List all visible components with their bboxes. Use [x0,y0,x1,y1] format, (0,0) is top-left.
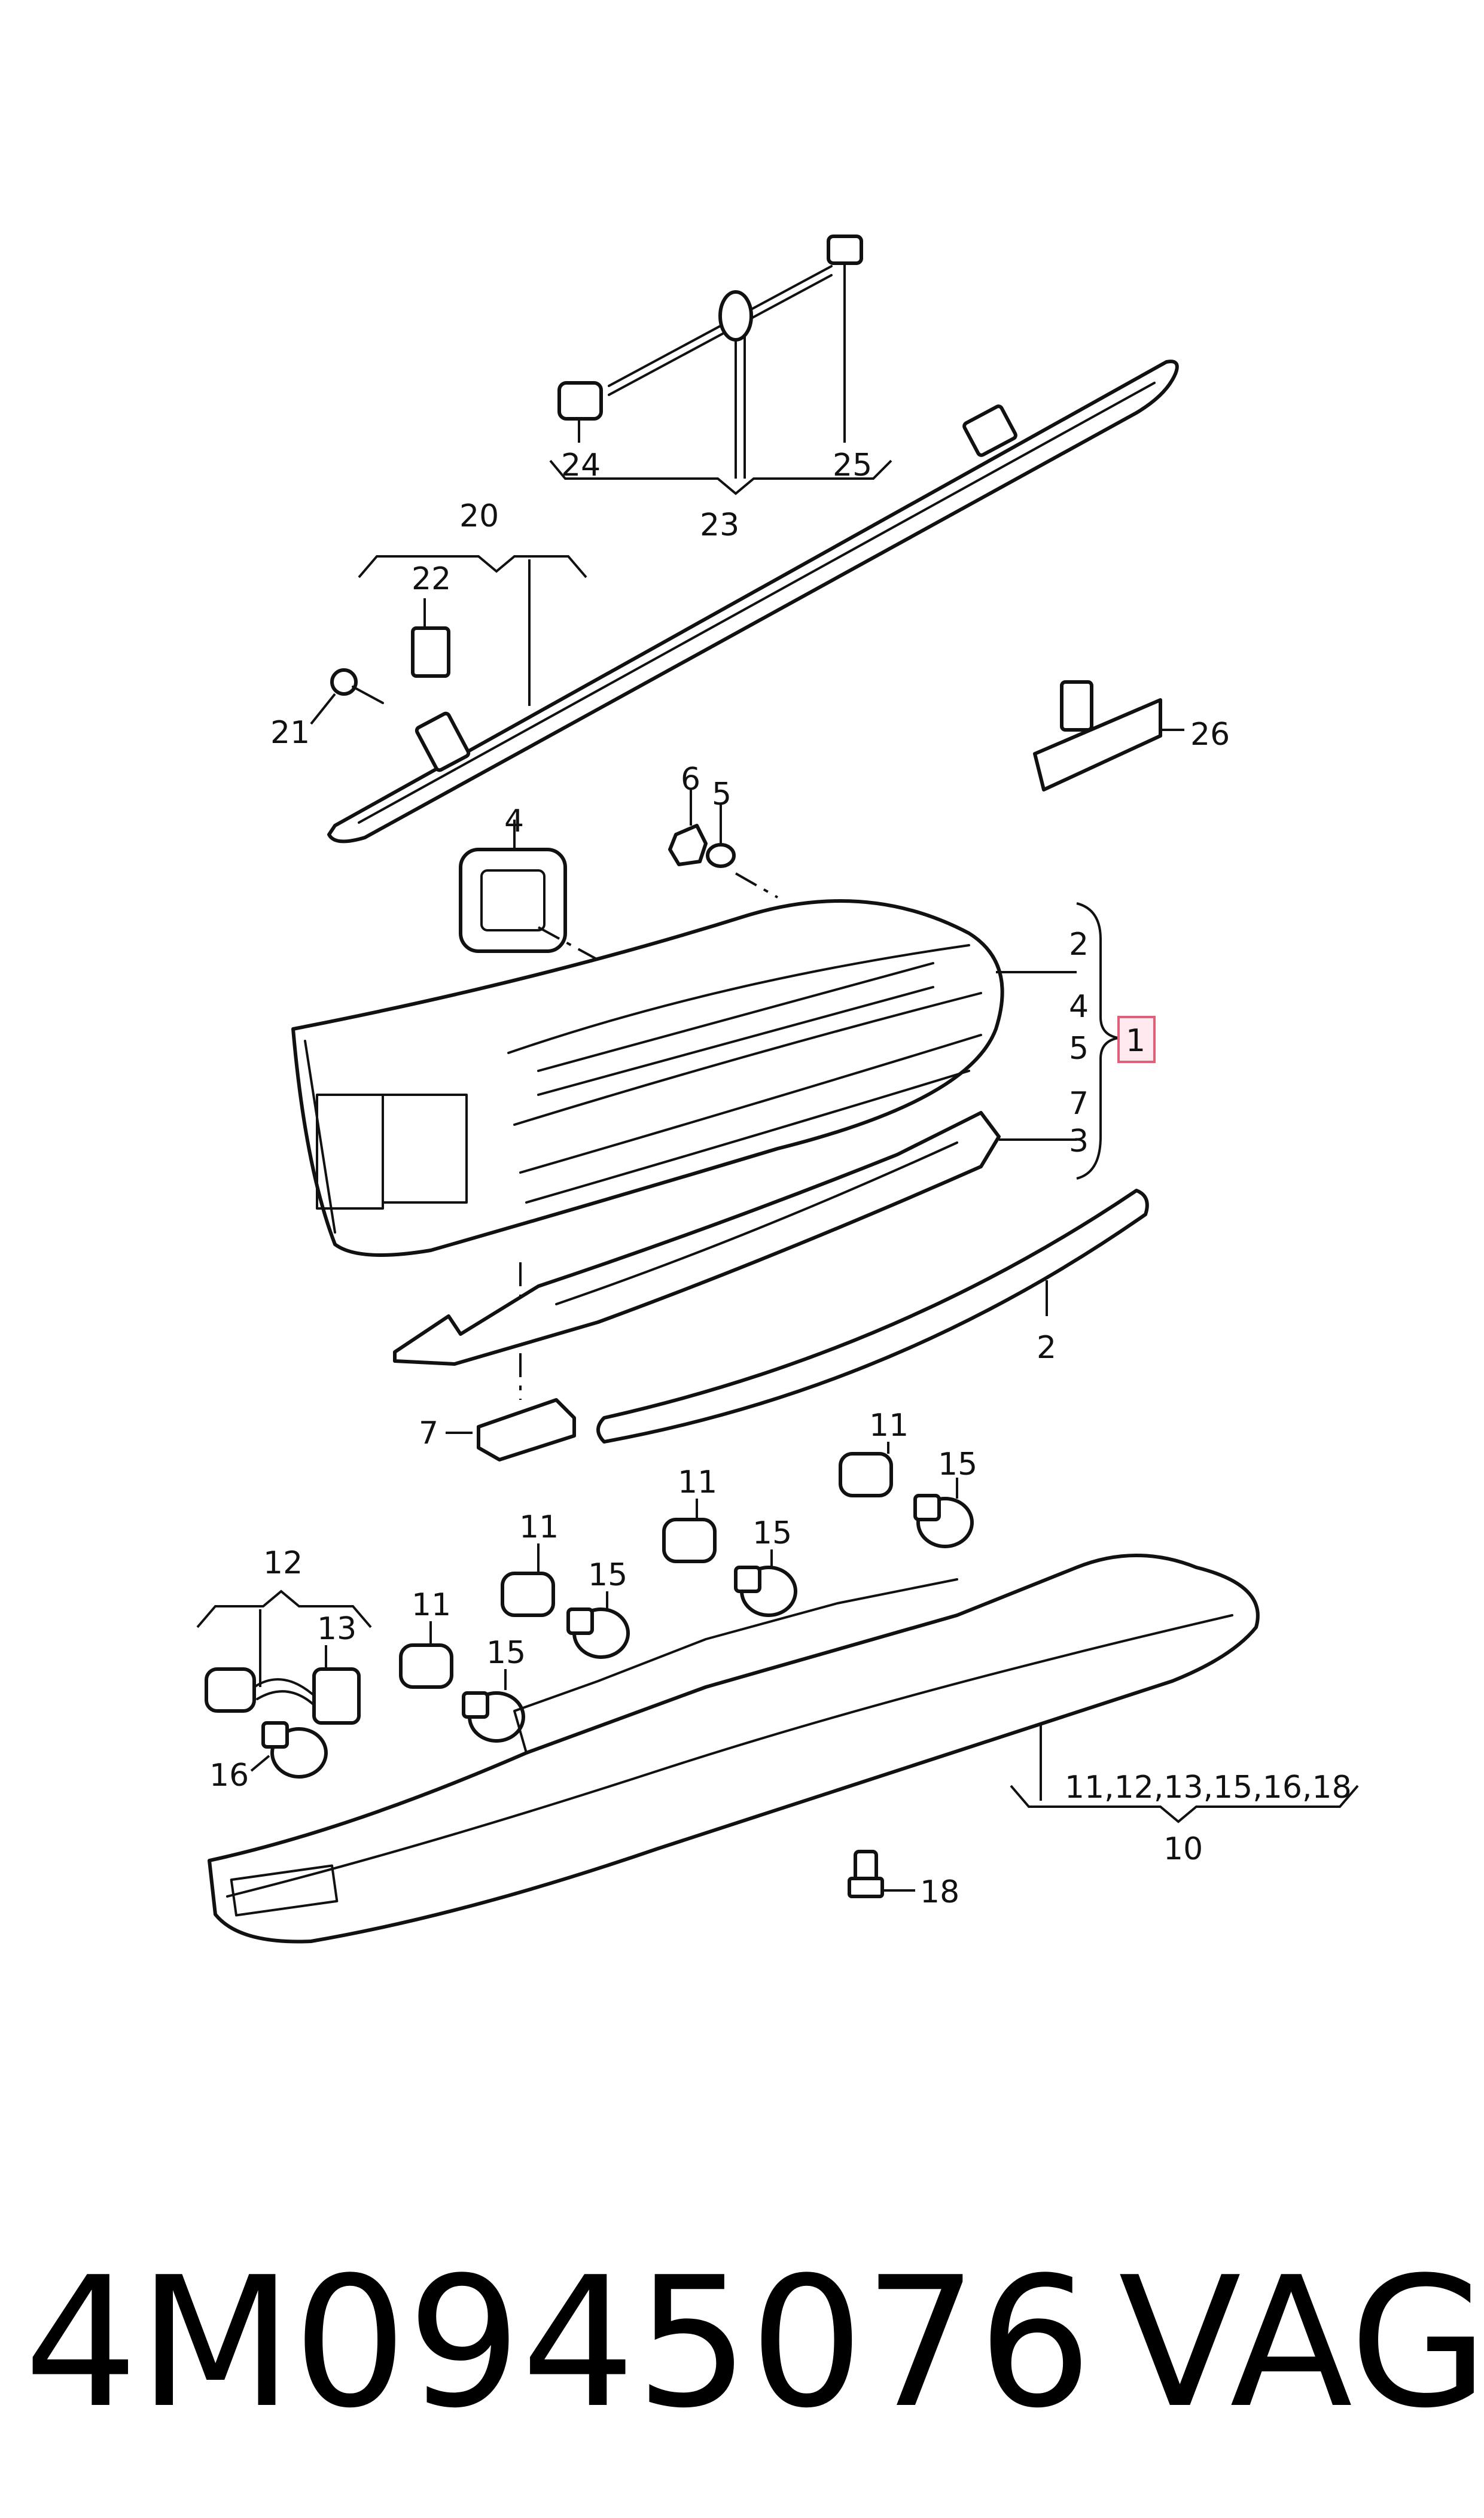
callout-4b: 4 [1069,989,1089,1025]
bulb-15d [462,1691,525,1743]
screw-18 [848,1850,884,1898]
callout-26: 26 [1190,717,1230,753]
callout-11b: 11 [678,1464,717,1500]
part-number: 4M0945076 [24,2239,1092,2447]
callout-4a: 4 [504,803,524,839]
pad-7 [477,1398,576,1462]
callout-11d: 11 [412,1587,451,1623]
bulb-15b [734,1566,797,1617]
callout-7b: 7 [419,1415,438,1451]
callout-2a: 2 [1069,927,1089,963]
bulb-16 [261,1721,328,1779]
clip-22 [411,626,450,678]
nut-6 [668,824,708,866]
callout-15a: 15 [938,1447,977,1482]
tail-lamp-assembly-1 [291,899,1004,1257]
callout-11a: 11 [869,1408,909,1444]
callout-12: 12 [263,1545,303,1581]
callout-21: 21 [270,715,310,751]
callout-5b: 5 [1069,1031,1089,1067]
callout-18: 18 [920,1874,959,1910]
brand-name: VAG [1119,2239,1484,2447]
callout-2b: 2 [1037,1330,1056,1366]
callout-16: 16 [209,1758,249,1794]
callout-15b: 15 [752,1515,792,1551]
callout-15c: 15 [588,1557,627,1593]
cable-harness-23 [557,235,863,421]
callout-1-highlight [1117,1016,1156,1063]
callout-5a: 5 [712,777,732,812]
bulb-15c [566,1607,630,1659]
bulb-holder-11b [662,1518,717,1563]
trim-strip-20 [327,360,1179,844]
callout-13: 13 [317,1611,356,1647]
callout-6: 6 [681,762,700,797]
bulb-holder-11d [399,1643,453,1689]
callout-7a: 7 [1069,1086,1089,1122]
callout-20: 20 [459,498,499,534]
callout-3: 3 [1069,1123,1089,1159]
bulb-holder-11c [501,1572,555,1617]
connector-13 [312,1667,361,1725]
screw-21 [330,668,384,704]
gasket-4 [459,848,567,953]
callout-25: 25 [833,447,872,483]
callout-1: 1 [1126,1023,1145,1059]
trim-strip-2 [596,1189,1149,1444]
callout-10-list: 11,12,13,15,16,18 [1065,1770,1352,1805]
callout-11c: 11 [519,1509,559,1545]
callout-24: 24 [561,447,601,483]
bulb-15a [913,1494,974,1548]
callout-23: 23 [700,507,739,543]
license-lamp-26 [1033,680,1162,791]
callout-10: 10 [1163,1831,1203,1867]
callout-15d: 15 [486,1635,526,1671]
lower-lamp-10 [208,1554,1260,1944]
callout-22: 22 [412,561,451,597]
seal-3 [393,1111,1001,1366]
washer-5 [706,843,736,868]
bulb-holder-11a [839,1452,893,1497]
